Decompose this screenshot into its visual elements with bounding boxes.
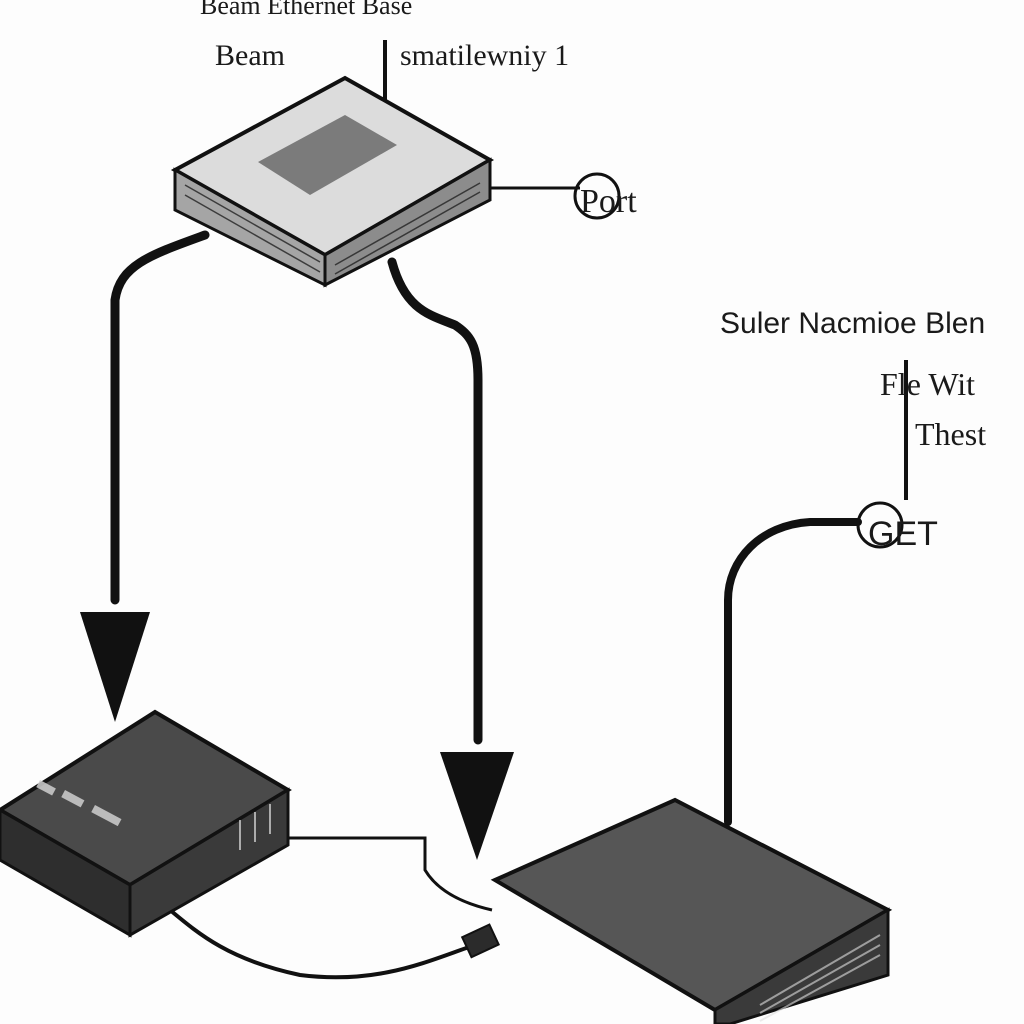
label-suler-title: Suler Nacmioe Blen	[720, 307, 985, 340]
router-icon	[170, 75, 495, 288]
cable-top-to-bottom-right	[387, 257, 483, 745]
modem-icon	[460, 797, 893, 1024]
cable-left-to-right	[280, 836, 493, 912]
arrow-down-left	[80, 612, 150, 722]
port-get-ring	[856, 501, 904, 549]
label-beam: Beam	[215, 39, 285, 72]
arrow-down-middle	[440, 752, 514, 860]
network-switch-icon	[0, 709, 292, 938]
label-suler-sub: Fle Wit	[880, 366, 975, 402]
port-top-ring	[573, 172, 621, 220]
cable-right-uplink	[724, 518, 862, 826]
top-heading: Beam Ethernet Base	[200, 0, 412, 20]
cable-left-bottom	[168, 908, 476, 980]
label-suler-these: Thest	[915, 416, 986, 452]
label-get-port: GET	[868, 515, 938, 553]
label-smartlevely: smatilewniy 1	[400, 39, 569, 72]
cable-top-to-left	[110, 230, 210, 605]
label-port-top: Port	[580, 183, 637, 220]
